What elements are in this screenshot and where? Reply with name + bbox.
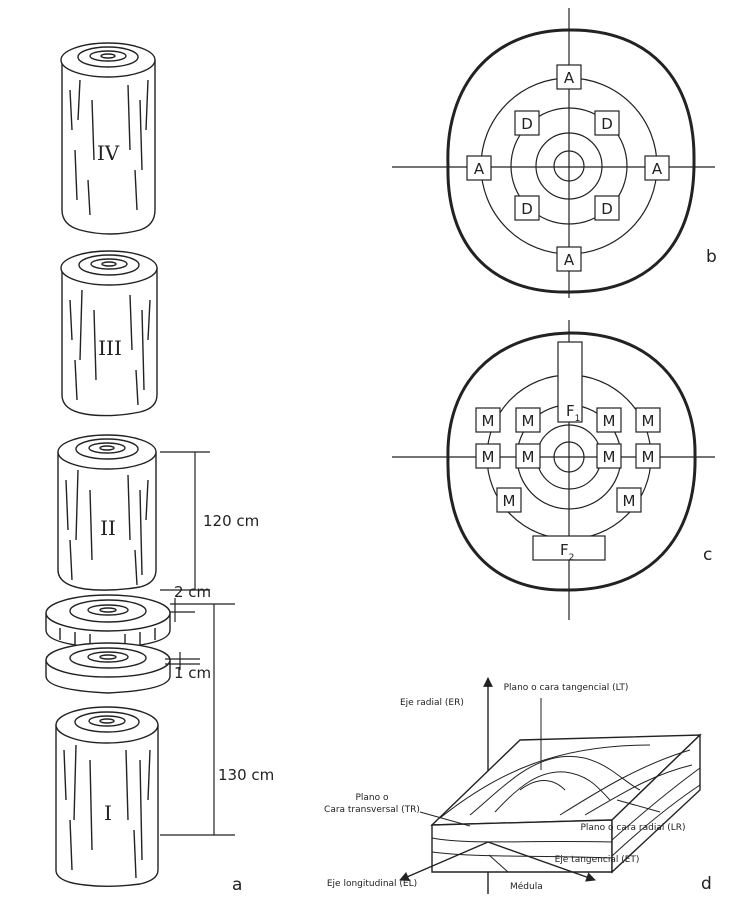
panel-c-disc [392,320,715,620]
disc-b-label-d-br: D [601,200,613,218]
dimension-1cm: 1 cm [174,664,211,682]
disc-c-label-m: M [603,412,616,430]
panel-b-labels: A D D A A D D A [474,69,663,269]
label-transversal-face-line2: Cara transversal (TR) [324,805,420,815]
panel-d-wood-block [399,677,702,894]
dimension-2cm: 2 cm [174,583,211,601]
disc-2cm [45,594,171,649]
log-label-iii: III [98,336,122,360]
disc-c-label-m: M [503,492,516,510]
label-tangential-face: Plano o cara tangencial (LT) [504,683,629,693]
disc-c-label-m: M [482,448,495,466]
disc-c-label-m: M [623,492,636,510]
disc-c-label-m: M [482,412,495,430]
log-label-i: I [104,801,112,825]
label-pith: Médula [510,881,543,892]
disc-1cm [45,642,171,694]
log-label-iv: IV [97,141,120,165]
panel-b-disc [392,8,715,298]
log-iii [60,250,158,417]
panel-letter-a: a [232,875,242,894]
label-transversal-face-line1: Plano o [355,793,389,803]
panel-letter-c: c [703,545,712,565]
disc-b-label-d-tl: D [521,115,533,133]
disc-b-label-a-top: A [564,69,575,87]
panel-d-labels: Plano o cara tangencial (LT) Eje radial … [324,683,685,892]
disc-c-label-f2: F2 [560,541,574,563]
panel-c-labels: F1 F2 M M M M M M M M M M [482,402,655,563]
log-i [55,706,159,887]
disc-c-label-m: M [642,448,655,466]
label-tangential-axis: Eje tangencial (ET) [555,855,640,865]
label-radial-axis: Eje radial (ER) [400,698,464,708]
panel-a-logs [45,42,235,887]
log-iv [60,42,156,235]
disc-b-label-a-left: A [474,160,485,178]
disc-c-label-m: M [603,448,616,466]
dimension-130cm: 130 cm [218,766,274,784]
label-radial-face: Plano o cara radial (LR) [580,823,685,833]
disc-b-label-a-bottom: A [564,251,575,269]
panel-letter-d: d [701,874,712,894]
disc-b-label-a-right: A [652,160,663,178]
disc-c-label-f1: F1 [566,402,580,424]
dimension-120cm: 120 cm [203,512,259,530]
panel-letter-b: b [706,247,717,267]
disc-c-label-m: M [522,412,535,430]
label-longitudinal-axis: Eje longitudinal (EL) [327,879,417,889]
disc-b-label-d-bl: D [521,200,533,218]
disc-b-label-d-tr: D [601,115,613,133]
dimension-lines [160,451,235,836]
log-label-ii: II [100,516,116,540]
disc-c-label-m: M [522,448,535,466]
log-ii [57,434,157,591]
disc-c-label-m: M [642,412,655,430]
